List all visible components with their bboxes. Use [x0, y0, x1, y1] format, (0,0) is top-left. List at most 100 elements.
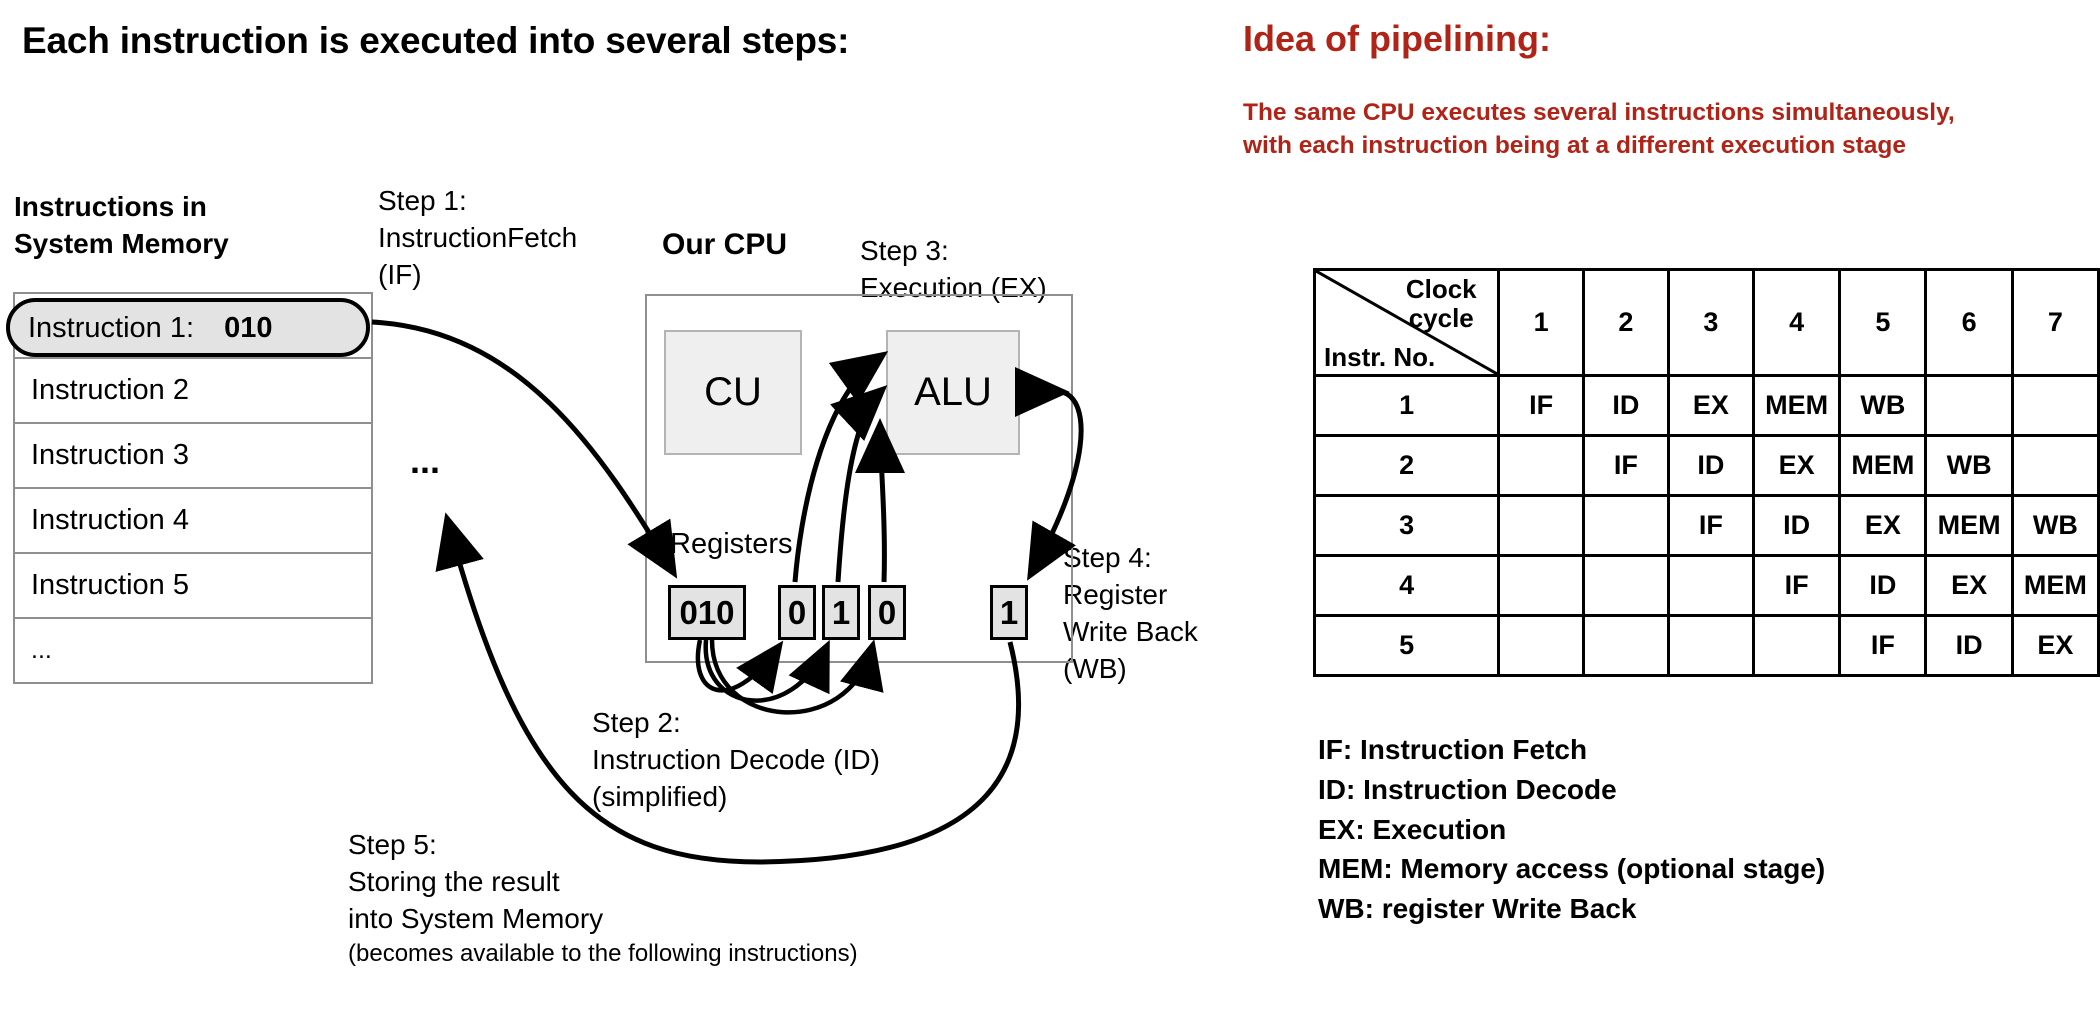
memory-row-label: Instruction 3: [31, 439, 189, 471]
cell: [1581, 614, 1670, 677]
memory-row-label: Instruction 4: [31, 504, 189, 536]
step-4-label: Step 4: Register Write Back (WB): [1063, 540, 1198, 688]
legend-item-mem: MEM: Memory access (optional stage): [1318, 853, 1826, 885]
right-section-heading: Idea of pipelining:: [1243, 18, 1551, 59]
memory-row-label: ...: [31, 636, 52, 664]
cell: IF: [1838, 614, 1928, 677]
table-corner-cell: Clock cycle Instr. No.: [1312, 268, 1501, 377]
cell: WB: [2010, 494, 2100, 557]
step-1-label: Step 1: InstructionFetch (IF): [378, 183, 577, 294]
step-1-line-2: InstructionFetch: [378, 221, 578, 253]
step-2-line-1: Step 2:: [592, 707, 681, 738]
step-5-line-4: (becomes available to the following inst…: [348, 939, 858, 967]
step-1-line-1: Step 1:: [378, 185, 467, 216]
register-bit-0: 0: [778, 585, 816, 640]
register-bit-1: 1: [822, 585, 860, 640]
step-2-label: Step 2: Instruction Decode (ID) (simplif…: [592, 705, 880, 816]
cell: [1581, 554, 1670, 617]
table-row: 3 IF ID EX MEM WB: [1312, 494, 2100, 557]
register-instruction: 010: [668, 585, 746, 640]
legend-item-wb: WB: register Write Back: [1318, 893, 1637, 924]
step-3-label: Step 3: Execution (EX): [860, 233, 1047, 307]
instr-row-header: 1: [1312, 374, 1501, 437]
memory-row[interactable]: Instruction 2: [15, 359, 371, 424]
cycle-header-4: 4: [1751, 268, 1842, 377]
table-header-row: Clock cycle Instr. No. 1 2 3 4 5 6 7: [1312, 268, 2100, 377]
instr-no-header-label: Instr. No.: [1324, 341, 1436, 372]
cell: [1497, 494, 1585, 557]
cell: ID: [1751, 494, 1842, 557]
registers-label: Registers: [670, 528, 793, 560]
memory-title-line-1: Instructions in: [14, 191, 207, 222]
cell: [1924, 374, 2014, 437]
alu-box: ALU: [886, 330, 1020, 455]
instr-row-header: 5: [1312, 614, 1501, 677]
left-section-heading: Each instruction is executed into severa…: [22, 20, 850, 61]
step-3-line-2: Execution (EX): [860, 271, 1047, 303]
cell: [1497, 434, 1585, 497]
subheading-line-1: The same CPU executes several instructio…: [1243, 99, 1955, 126]
legend-item-id: ID: Instruction Decode: [1318, 773, 1617, 805]
cell: IF: [1581, 434, 1670, 497]
instr-row-header: 4: [1312, 554, 1501, 617]
memory-title-line-2: System Memory: [14, 228, 229, 260]
cell: EX: [1838, 494, 1928, 557]
cycle-header-5: 5: [1838, 268, 1928, 377]
memory-table-title: Instructions in System Memory: [14, 188, 229, 262]
cell: IF: [1751, 554, 1842, 617]
cpu-title: Our CPU: [662, 228, 788, 261]
cell: ID: [1666, 434, 1755, 497]
instruction-1-label: Instruction 1:: [28, 312, 195, 344]
table-row: 1 IF ID EX MEM WB: [1312, 374, 2100, 437]
cell: [2010, 374, 2100, 437]
step-2-line-3: (simplified): [592, 780, 728, 812]
table-row: 4 IF ID EX MEM: [1312, 554, 2100, 617]
step-4-line-2: Register: [1063, 578, 1168, 610]
instr-row-header: 2: [1312, 434, 1501, 497]
cycle-header-3: 3: [1666, 268, 1755, 377]
cell: MEM: [1924, 494, 2014, 557]
cell: EX: [1924, 554, 2014, 617]
cycle-header-6: 6: [1924, 268, 2014, 377]
memory-row-label: Instruction 2: [31, 374, 189, 406]
step-2-line-2: Instruction Decode (ID): [592, 743, 880, 775]
cycle-header-7: 7: [2010, 268, 2100, 377]
register-result: 1: [990, 585, 1028, 640]
step-3-line-1: Step 3:: [860, 235, 949, 266]
cycle-header-1: 1: [1497, 268, 1585, 377]
step-4-line-1: Step 4:: [1063, 542, 1152, 573]
cell: ID: [1581, 374, 1670, 437]
cell: [1497, 614, 1585, 677]
cell: [2010, 434, 2100, 497]
memory-row[interactable]: ...: [15, 619, 371, 684]
instruction-flow-ellipsis: ...: [410, 440, 441, 481]
control-unit-box: CU: [664, 330, 802, 455]
step-1-line-3: (IF): [378, 258, 422, 290]
cell: MEM: [1751, 374, 1842, 437]
cycle-header-2: 2: [1581, 268, 1670, 377]
cell: EX: [1751, 434, 1842, 497]
instruction-1-value: 010: [224, 312, 273, 344]
cell: MEM: [2010, 554, 2100, 617]
memory-row[interactable]: Instruction 3: [15, 424, 371, 489]
step-5-line-3: into System Memory: [348, 902, 604, 934]
cell: EX: [1666, 374, 1755, 437]
instr-row-header: 3: [1312, 494, 1501, 557]
subheading-line-2: with each instruction being at a differe…: [1243, 132, 1906, 160]
cell: WB: [1838, 374, 1928, 437]
memory-row[interactable]: Instruction 4: [15, 489, 371, 554]
cell: MEM: [1838, 434, 1928, 497]
memory-row[interactable]: Instruction 5: [15, 554, 371, 619]
step-4-line-4: (WB): [1063, 652, 1127, 684]
cell: [1497, 554, 1585, 617]
step-5-label: Step 5: Storing the result into System M…: [348, 827, 858, 970]
cell: [1751, 614, 1842, 677]
pipeline-clock-cycle-table: Clock cycle Instr. No. 1 2 3 4 5 6 7 1 I…: [1312, 268, 2100, 677]
cell: [1666, 614, 1755, 677]
right-section-subheading: The same CPU executes several instructio…: [1243, 96, 2093, 162]
clock-cycle-header-label: Clock cycle: [1405, 274, 1477, 334]
cell: ID: [1924, 614, 2014, 677]
cell: [1666, 554, 1755, 617]
instruction-1-highlight-ellipse: [6, 298, 370, 357]
step-5-line-2: Storing the result: [348, 865, 560, 897]
